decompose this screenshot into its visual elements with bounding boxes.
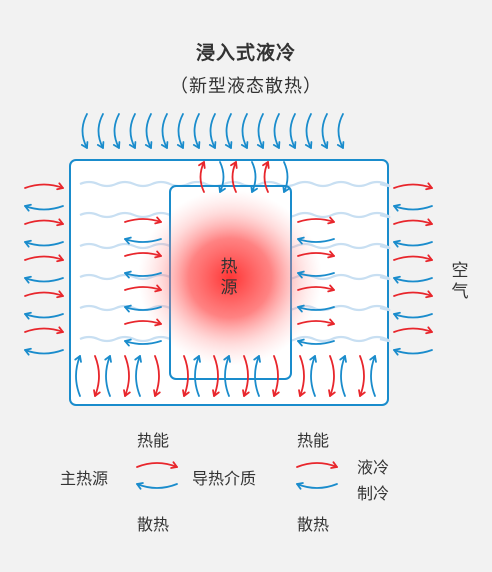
air-arrow-right bbox=[393, 311, 433, 320]
medium-arrow-bottom bbox=[309, 355, 317, 397]
medium-arrow-top bbox=[218, 161, 226, 193]
medium-arrow-bottom bbox=[272, 355, 280, 397]
air-arrow-left bbox=[24, 218, 64, 227]
legend-arrows bbox=[136, 461, 338, 490]
air-arrow-top bbox=[272, 113, 281, 149]
medium-arrow-left bbox=[124, 270, 162, 279]
heat-source-label: 热源 bbox=[220, 257, 238, 298]
legend2-top-label: 热能 bbox=[297, 431, 330, 450]
air-arrow-right bbox=[393, 182, 433, 191]
air-arrow-left bbox=[24, 290, 64, 299]
air-arrow-top bbox=[288, 113, 297, 149]
diagram-title: 浸入式液冷 bbox=[195, 42, 296, 64]
medium-arrow-left bbox=[124, 338, 162, 347]
air-arrow-top bbox=[208, 113, 217, 149]
air-arrow-top bbox=[176, 113, 185, 149]
legend2-cold-arrow bbox=[296, 482, 338, 490]
air-arrow-right bbox=[393, 347, 433, 356]
air-arrow-right bbox=[393, 254, 433, 263]
legend2-left-label: 导热介质 bbox=[192, 469, 257, 488]
medium-arrow-left bbox=[124, 304, 162, 313]
air-arrow-top bbox=[240, 113, 249, 149]
legend3-label: 液冷制冷 bbox=[357, 458, 390, 503]
air-arrow-top bbox=[144, 113, 153, 149]
medium-arrow-bottom bbox=[182, 355, 190, 397]
medium-arrow-right bbox=[297, 236, 335, 245]
legend2-bottom-label: 散热 bbox=[297, 515, 330, 534]
air-arrow-right bbox=[393, 290, 433, 299]
medium-arrow-bottom bbox=[212, 355, 220, 397]
medium-arrow-top bbox=[198, 161, 206, 193]
medium-arrow-bottom bbox=[74, 355, 82, 397]
legend1-bottom-label: 散热 bbox=[137, 515, 170, 534]
air-arrow-right bbox=[393, 275, 433, 284]
medium-arrow-bottom bbox=[193, 355, 201, 397]
medium-arrow-bottom bbox=[242, 355, 250, 397]
medium-arrow-bottom bbox=[123, 355, 131, 397]
air-arrow-right bbox=[393, 239, 433, 248]
medium-arrow-right bbox=[297, 338, 335, 347]
medium-arrow-bottom bbox=[328, 355, 336, 397]
medium-arrow-bottom bbox=[134, 355, 142, 397]
medium-arrow-bottom bbox=[369, 355, 377, 397]
air-arrow-left bbox=[24, 326, 64, 335]
air-arrow-left bbox=[24, 311, 64, 320]
legend1-cold-arrow bbox=[136, 482, 178, 490]
air-arrow-left bbox=[24, 347, 64, 356]
air-arrow-top bbox=[304, 113, 313, 149]
diagram-subtitle: （新型液态散热） bbox=[170, 76, 322, 97]
legend2-hot-arrow bbox=[296, 461, 338, 469]
air-arrow-left bbox=[24, 182, 64, 191]
medium-arrow-bottom bbox=[93, 355, 101, 397]
medium-arrow-top bbox=[230, 161, 238, 193]
medium-arrow-left bbox=[124, 318, 162, 327]
air-arrow-top bbox=[320, 113, 329, 149]
air-arrow-right bbox=[393, 218, 433, 227]
medium-arrow-right bbox=[297, 216, 335, 225]
air-arrow-top bbox=[192, 113, 201, 149]
air-arrow-left bbox=[24, 275, 64, 284]
medium-arrow-right bbox=[297, 250, 335, 259]
medium-arrow-bottom bbox=[253, 355, 261, 397]
medium-arrow-top bbox=[282, 161, 290, 193]
air-arrow-left bbox=[24, 203, 64, 212]
air-arrow-left bbox=[24, 239, 64, 248]
medium-arrow-left bbox=[124, 250, 162, 259]
air-label: 空气 bbox=[451, 261, 469, 302]
air-arrow-top bbox=[256, 113, 265, 149]
medium-arrow-top bbox=[262, 161, 270, 193]
air-arrow-right bbox=[393, 203, 433, 212]
medium-arrow-top bbox=[250, 161, 258, 193]
air-arrow-top bbox=[80, 113, 89, 149]
legend1-top-label: 热能 bbox=[137, 431, 170, 450]
medium-arrow-left bbox=[124, 284, 162, 293]
medium-arrow-left bbox=[124, 236, 162, 245]
air-arrow-top bbox=[160, 113, 169, 149]
legend1-hot-arrow bbox=[136, 461, 178, 469]
medium-arrow-right bbox=[297, 284, 335, 293]
air-arrow-top bbox=[336, 113, 345, 149]
medium-arrow-bottom bbox=[298, 355, 306, 397]
medium-arrow-right bbox=[297, 270, 335, 279]
medium-arrow-bottom bbox=[223, 355, 231, 397]
medium-arrow-left bbox=[124, 216, 162, 225]
medium-wave bbox=[79, 180, 391, 188]
legend1-left-label: 主热源 bbox=[60, 469, 109, 488]
heat-glow bbox=[138, 190, 322, 366]
air-arrow-top bbox=[112, 113, 121, 149]
medium-arrow-right bbox=[297, 304, 335, 313]
medium-arrow-bottom bbox=[358, 355, 366, 397]
air-arrow-left bbox=[24, 254, 64, 263]
medium-arrow-bottom bbox=[104, 355, 112, 397]
medium-arrow-bottom bbox=[339, 355, 347, 397]
medium-arrow-bottom bbox=[153, 355, 161, 397]
air-arrow-top bbox=[128, 113, 137, 149]
air-arrow-right bbox=[393, 326, 433, 335]
medium-arrow-right bbox=[297, 318, 335, 327]
heat-flow-arrows bbox=[24, 113, 433, 397]
air-arrow-top bbox=[96, 113, 105, 149]
air-arrow-top bbox=[224, 113, 233, 149]
